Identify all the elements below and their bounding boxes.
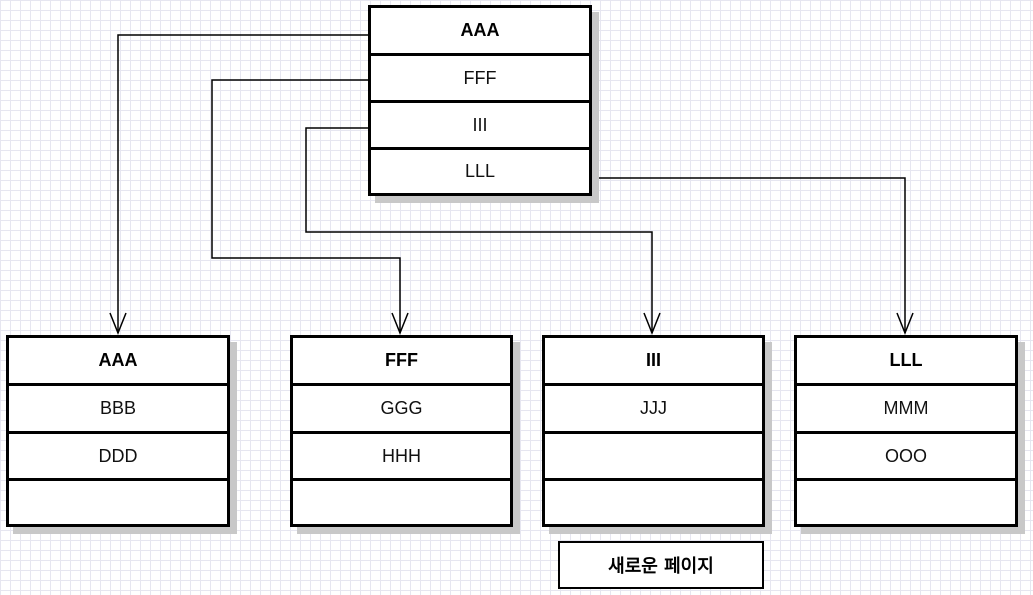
child-aaa-row-2: DDD xyxy=(9,434,227,481)
child-fff-row-2: HHH xyxy=(293,434,510,481)
child-iii-row-1: JJJ xyxy=(545,386,762,434)
connector-fff xyxy=(211,79,401,333)
root-row-fff: FFF xyxy=(371,56,589,103)
connector-iii xyxy=(305,127,653,333)
child-table-aaa[interactable]: AAA BBB DDD xyxy=(6,335,230,527)
child-iii-row-3 xyxy=(545,481,762,524)
child-table-iii[interactable]: III JJJ xyxy=(542,335,765,527)
child-iii-row-2 xyxy=(545,434,762,481)
connector-aaa xyxy=(117,34,370,333)
arrowhead-fff xyxy=(391,312,409,336)
child-aaa-row-1: BBB xyxy=(9,386,227,434)
child-iii-title: III xyxy=(545,338,762,386)
root-table-title: AAA xyxy=(371,8,589,56)
arrowhead-iii xyxy=(643,312,661,336)
child-lll-row-3 xyxy=(797,481,1015,524)
child-aaa-title: AAA xyxy=(9,338,227,386)
child-table-lll[interactable]: LLL MMM OOO xyxy=(794,335,1018,527)
child-lll-row-2: OOO xyxy=(797,434,1015,481)
root-row-iii: III xyxy=(371,103,589,150)
child-table-fff[interactable]: FFF GGG HHH xyxy=(290,335,513,527)
child-fff-row-1: GGG xyxy=(293,386,510,434)
child-lll-row-1: MMM xyxy=(797,386,1015,434)
arrowhead-aaa xyxy=(109,312,127,336)
connector-lll xyxy=(591,177,906,333)
root-row-lll: LLL xyxy=(464,161,496,181)
arrowhead-lll xyxy=(896,312,914,336)
child-aaa-row-3 xyxy=(9,481,227,524)
page-label[interactable]: 새로운 페이지 xyxy=(558,541,764,589)
child-fff-row-3 xyxy=(293,481,510,524)
child-lll-title: LLL xyxy=(797,338,1015,386)
root-table[interactable]: AAA FFF III LLL xyxy=(368,5,592,196)
child-fff-title: FFF xyxy=(293,338,510,386)
